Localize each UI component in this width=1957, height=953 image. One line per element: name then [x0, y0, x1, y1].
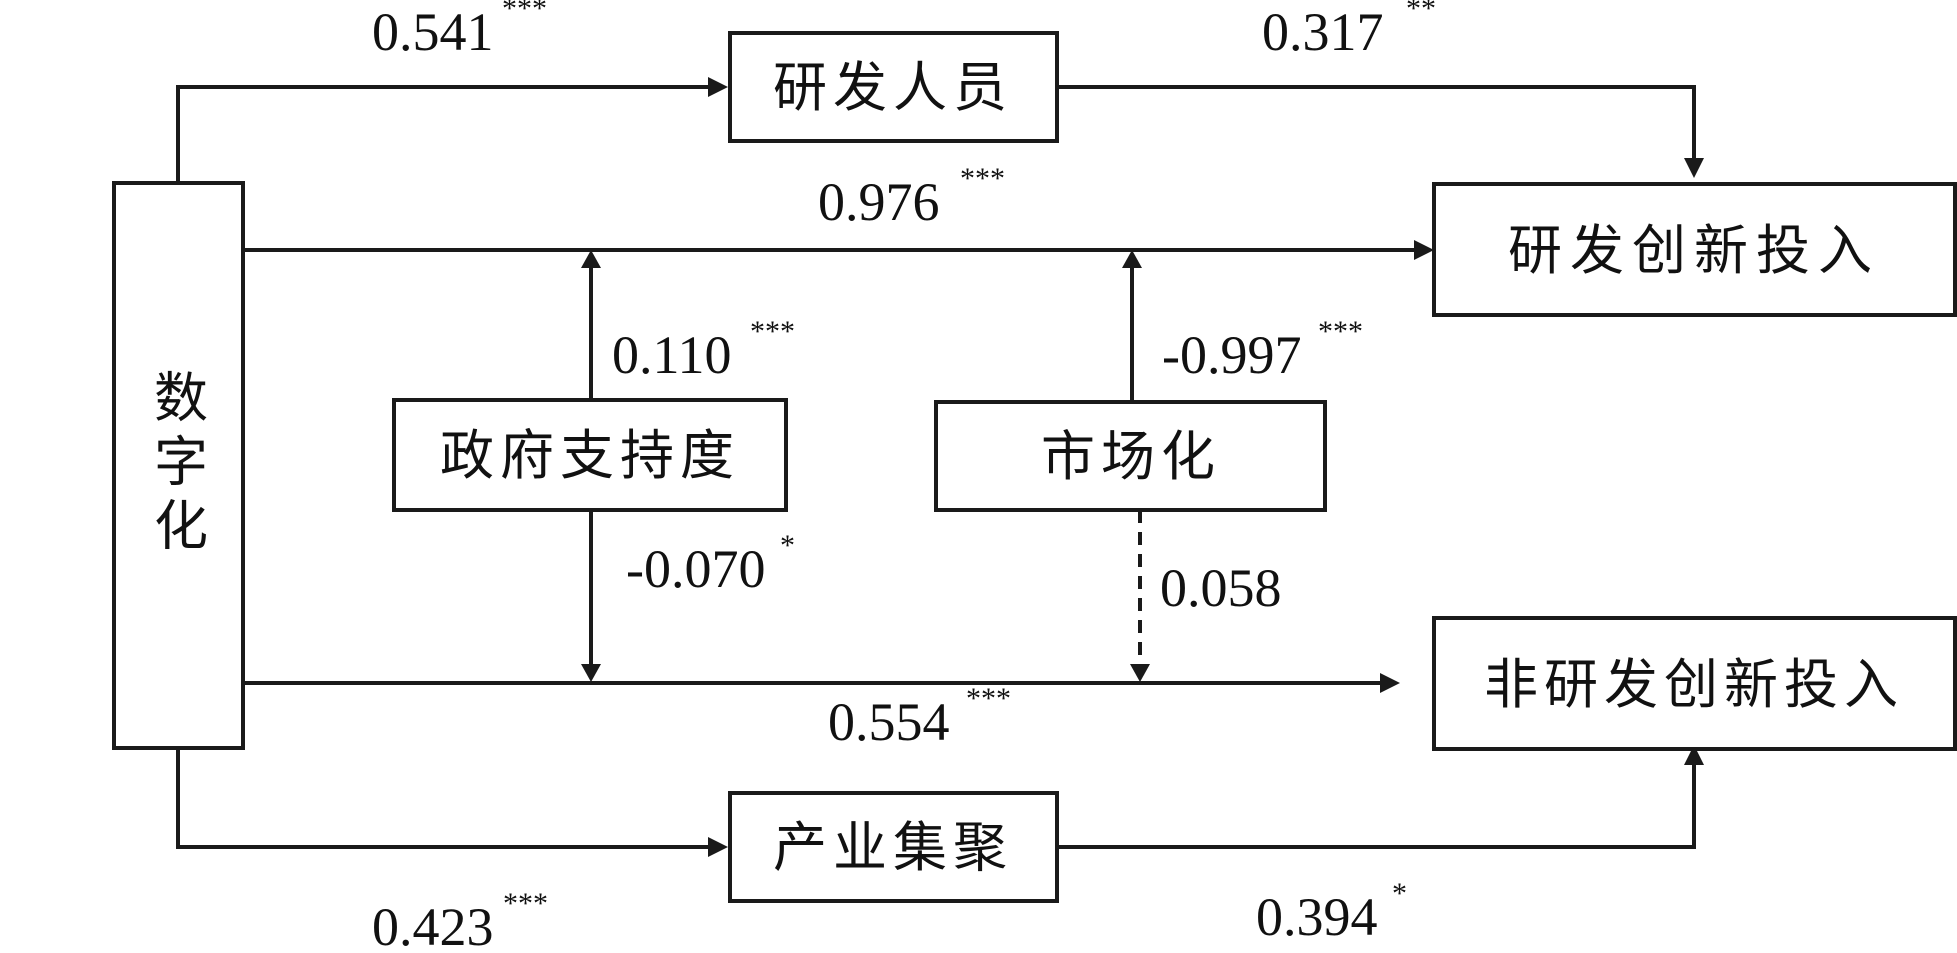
coef-gov-to-rd-path: 0.110 — [612, 325, 732, 385]
node-rd-innovation-input-label: 研发创新投入 — [1508, 219, 1880, 282]
node-marketization-label: 市场化 — [1041, 425, 1221, 488]
coefficients: 0.541 *** 0.317 ** 0.976 *** 0.110 *** -… — [372, 0, 1436, 953]
edge-personnel-to-rd — [1057, 85, 1696, 158]
coef-agglomeration-to-nonrd: 0.394 — [1256, 887, 1378, 947]
sig-digital-to-rd: *** — [960, 162, 1005, 195]
node-rd-innovation-input: 研发创新投入 — [1432, 182, 1957, 317]
node-rd-personnel: 研发人员 — [728, 31, 1059, 143]
coef-digital-to-nonrd: 0.554 — [828, 692, 950, 752]
node-rd-personnel-label: 研发人员 — [773, 56, 1013, 119]
arrowhead-agglomeration — [708, 837, 728, 857]
node-industrial-agglomeration-label: 产业集聚 — [773, 816, 1013, 879]
arrowhead-rd-from-personnel — [1684, 158, 1704, 178]
node-non-rd-innovation-input: 非研发创新投入 — [1432, 616, 1957, 751]
node-non-rd-innovation-input-label: 非研发创新投入 — [1484, 653, 1904, 716]
arrowhead-nonrd-main — [1380, 673, 1400, 693]
sig-digital-to-agglomeration: *** — [503, 887, 548, 920]
coef-gov-to-nonrd-path: -0.070 — [626, 539, 765, 599]
coef-digital-to-rd: 0.976 — [818, 172, 940, 232]
edges — [176, 77, 1704, 857]
node-gov-support-label: 政府支持度 — [440, 424, 740, 487]
edge-digital-to-agglomeration — [176, 748, 708, 849]
coef-personnel-to-rd: 0.317 — [1262, 2, 1384, 62]
arrowhead-market-up — [1122, 250, 1142, 268]
sig-digital-to-personnel: *** — [502, 0, 547, 25]
arrowhead-market-down — [1130, 664, 1150, 682]
coef-market-to-nonrd-path: 0.058 — [1160, 558, 1282, 618]
node-digitalization-label: 数字化 — [145, 369, 208, 561]
edge-digital-to-personnel — [176, 85, 708, 183]
sig-gov-to-rd-path: *** — [750, 315, 795, 348]
sig-digital-to-nonrd: *** — [966, 682, 1011, 715]
arrowhead-personnel — [708, 77, 728, 97]
arrowhead-gov-down — [581, 664, 601, 682]
coef-digital-to-agglomeration: 0.423 — [372, 897, 494, 953]
node-marketization: 市场化 — [934, 400, 1327, 512]
node-gov-support: 政府支持度 — [392, 398, 788, 512]
sig-market-to-rd-path: *** — [1318, 315, 1363, 348]
sig-gov-to-nonrd-path: * — [780, 529, 795, 562]
node-industrial-agglomeration: 产业集聚 — [728, 791, 1059, 903]
sig-personnel-to-rd: ** — [1406, 0, 1436, 25]
coef-market-to-rd-path: -0.997 — [1162, 325, 1301, 385]
arrowhead-nonrd-from-agglomeration — [1684, 745, 1704, 765]
edge-agglomeration-to-nonrd — [1057, 765, 1696, 849]
sig-agglomeration-to-nonrd: * — [1392, 877, 1407, 910]
node-digitalization: 数字化 — [112, 181, 245, 750]
arrowhead-rd-main — [1414, 240, 1434, 260]
arrowhead-gov-up — [581, 250, 601, 268]
coef-digital-to-personnel: 0.541 — [372, 2, 494, 62]
